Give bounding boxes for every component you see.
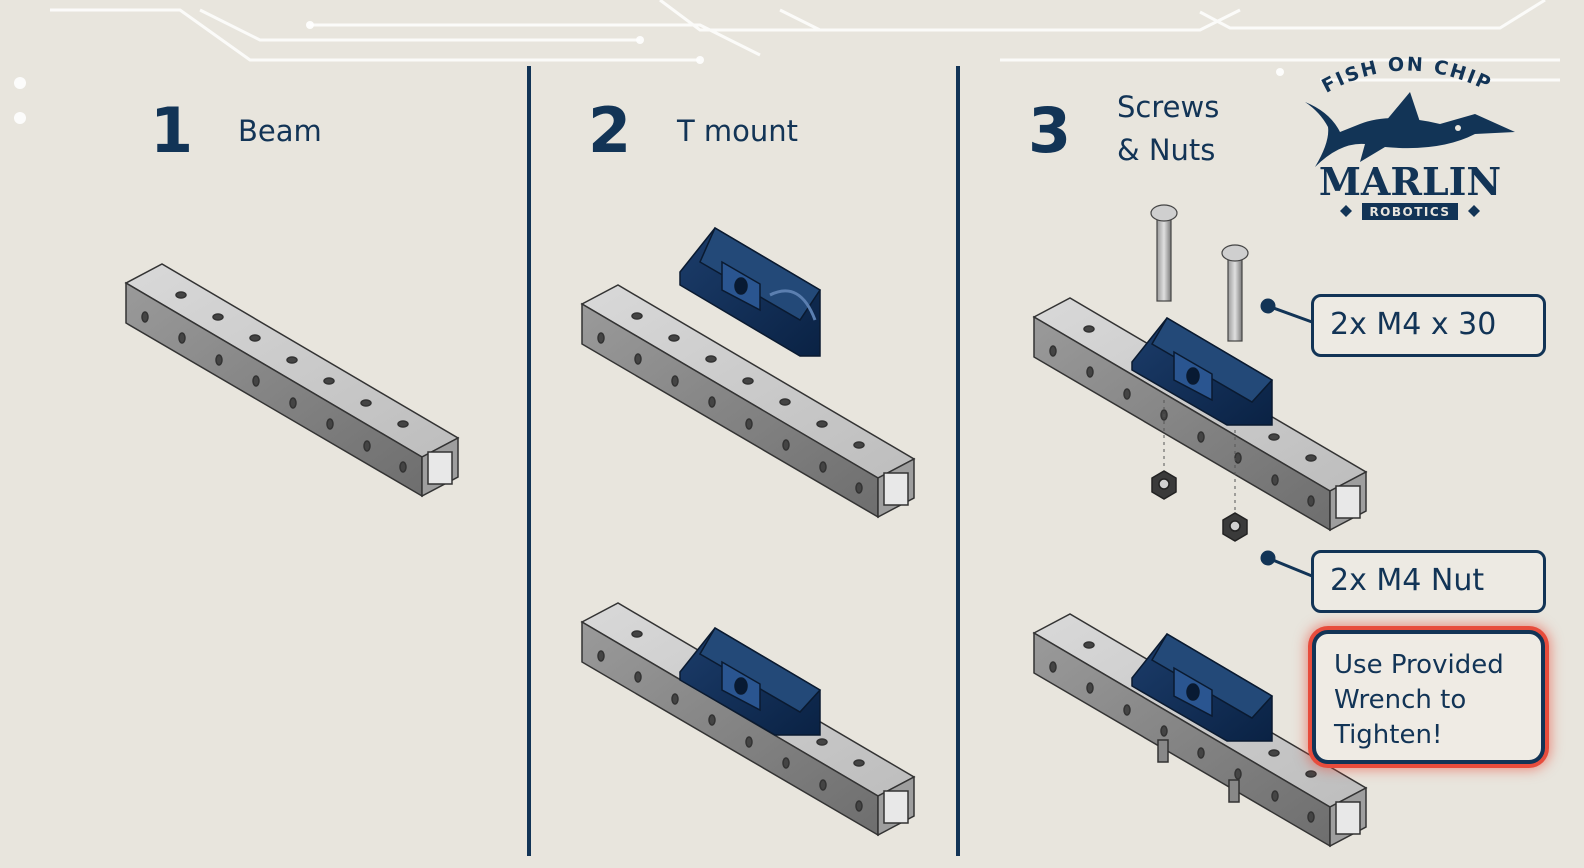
divider-2 <box>956 66 960 856</box>
marlin-robotics-logo: FISH ON CHIPS MARLIN ROBOTICS <box>1282 35 1530 227</box>
logo-brand-text: MARLIN <box>1319 159 1501 204</box>
t-mount-step-3-top <box>1131 316 1274 426</box>
step-1-number: 1 <box>150 94 194 167</box>
screws-callout: 2x M4 x 30 <box>1311 294 1546 357</box>
step-1-label: Beam <box>238 114 322 148</box>
svg-text:FISH ON CHIPS: FISH ON CHIPS <box>1290 52 1496 98</box>
warning-line-1: Use Provided <box>1334 650 1504 680</box>
beam-step-1 <box>124 263 460 498</box>
logo-sub-text: ROBOTICS <box>1369 205 1450 219</box>
screws <box>1150 204 1249 342</box>
warning-line-2: Wrench to <box>1334 685 1467 715</box>
step-3-label-line1: Screws <box>1117 90 1220 124</box>
step-2-label: T mount <box>677 114 799 148</box>
step-2-number: 2 <box>588 94 632 167</box>
nuts <box>1151 470 1248 542</box>
t-mount-step-3-bottom <box>1131 632 1274 742</box>
divider-1 <box>527 66 531 856</box>
marlin-fish-icon: FISH ON CHIPS MARLIN ROBOTICS <box>1282 35 1515 220</box>
beam-step-2-top <box>580 284 916 519</box>
step-3-number: 3 <box>1028 94 1072 167</box>
warning-line-3: Tighten! <box>1334 720 1443 750</box>
step-3-label-line2: & Nuts <box>1117 133 1216 167</box>
logo-arc-text: FISH ON CHIPS <box>1282 35 1493 98</box>
nuts-callout: 2x M4 Nut <box>1311 550 1546 613</box>
tighten-warning-callout: Use Provided Wrench to Tighten! <box>1312 630 1545 764</box>
t-mount-step-2-bottom <box>679 626 822 736</box>
t-mount-step-2-top <box>679 226 822 357</box>
